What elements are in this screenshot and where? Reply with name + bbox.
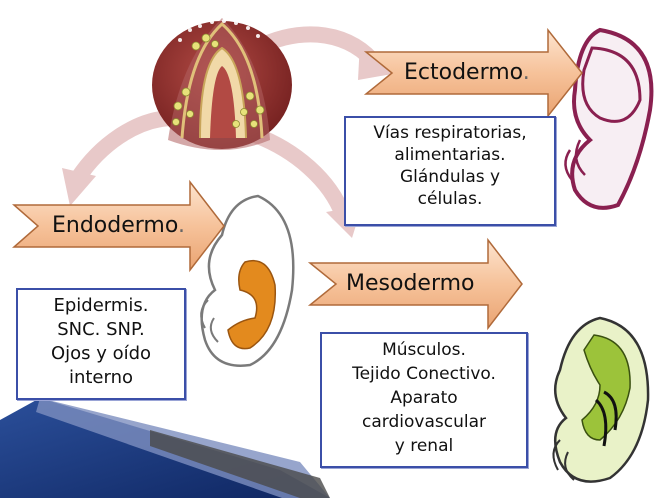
ectodermo-box-line: Glándulas y [352, 166, 548, 188]
mesodermo-label-text: Mesodermo [346, 271, 475, 296]
mesodermo-label: Mesodermo [346, 271, 475, 296]
mesodermo-box-line: Tejido Conectivo. [328, 362, 520, 386]
endodermo-box-line: interno [24, 366, 178, 390]
mesodermo-box-line: Músculos. [328, 338, 520, 362]
ectodermo-label-period: . [523, 60, 530, 85]
ectodermo-box-line: Vías respiratorias, [352, 122, 548, 144]
endodermo-label: Endodermo. [52, 213, 185, 238]
endodermo-label-text: Endodermo [52, 213, 178, 238]
ectodermo-derivatives-box: Vías respiratorias, alimentarias. Glándu… [344, 116, 556, 226]
corner-band [0, 398, 330, 498]
endodermo-box-line: Ojos y oído [24, 342, 178, 366]
endodermo-label-period: . [178, 213, 185, 238]
ectodermo-box-line: células. [352, 188, 548, 210]
endodermo-box-line: SNC. SNP. [24, 318, 178, 342]
ectodermo-box-line: alimentarias. [352, 144, 548, 166]
ectodermo-label-text: Ectodermo [404, 60, 523, 85]
mesodermo-box-line: Aparato [328, 386, 520, 410]
mesodermo-box-line: y renal [328, 434, 520, 458]
mesodermo-derivatives-box: Músculos. Tejido Conectivo. Aparato card… [320, 332, 528, 468]
mesodermo-box-line: cardiovascular [328, 410, 520, 434]
ectodermo-embryo-illustration [565, 30, 651, 208]
curved-arrow-to-endodermo [62, 118, 170, 206]
mesodermo-embryo-illustration [553, 318, 648, 482]
endodermo-derivatives-box: Epidermis. SNC. SNP. Ojos y oído interno [16, 288, 186, 400]
endodermo-box-line: Epidermis. [24, 294, 178, 318]
ectodermo-label: Ectodermo. [404, 60, 530, 85]
